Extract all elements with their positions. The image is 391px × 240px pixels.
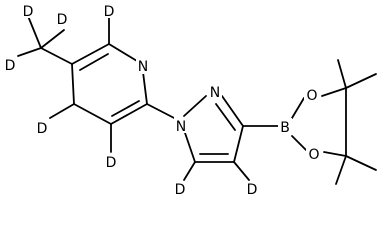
- atom-d-pz-left: D: [175, 182, 186, 198]
- molecule-diagram: D D D D N D D N N D D B O O: [4, 2, 377, 198]
- atom-n1-pyrazole: N: [176, 119, 186, 135]
- atom-boron: B: [280, 120, 290, 136]
- pyridine-ring: [49, 17, 148, 153]
- atom-d-pyr-bottom: D: [106, 155, 117, 171]
- atom-d3: D: [57, 12, 68, 28]
- atom-d-pz-right: D: [247, 182, 258, 198]
- atom-n-pyridine: N: [138, 59, 148, 75]
- atom-labels: D D D D N D D N N D D B O O: [4, 2, 322, 198]
- atom-o-top: O: [306, 88, 317, 104]
- atom-o-bottom: O: [308, 147, 319, 163]
- atom-d2: D: [5, 58, 16, 74]
- pyridine-pyrazole-bond: [146, 103, 179, 121]
- pyrazole-ring: [183, 95, 250, 181]
- atom-d-pyr-top: D: [104, 4, 115, 20]
- structure-svg: D D D D N D D N N D D B O O: [4, 2, 377, 198]
- dioxaborolane-ring: [291, 59, 377, 185]
- atom-d-pyr-left: D: [37, 121, 48, 137]
- atom-n2-pyrazole: N: [210, 85, 220, 101]
- atom-d1: D: [23, 4, 34, 20]
- cd3-bonds: [17, 15, 73, 65]
